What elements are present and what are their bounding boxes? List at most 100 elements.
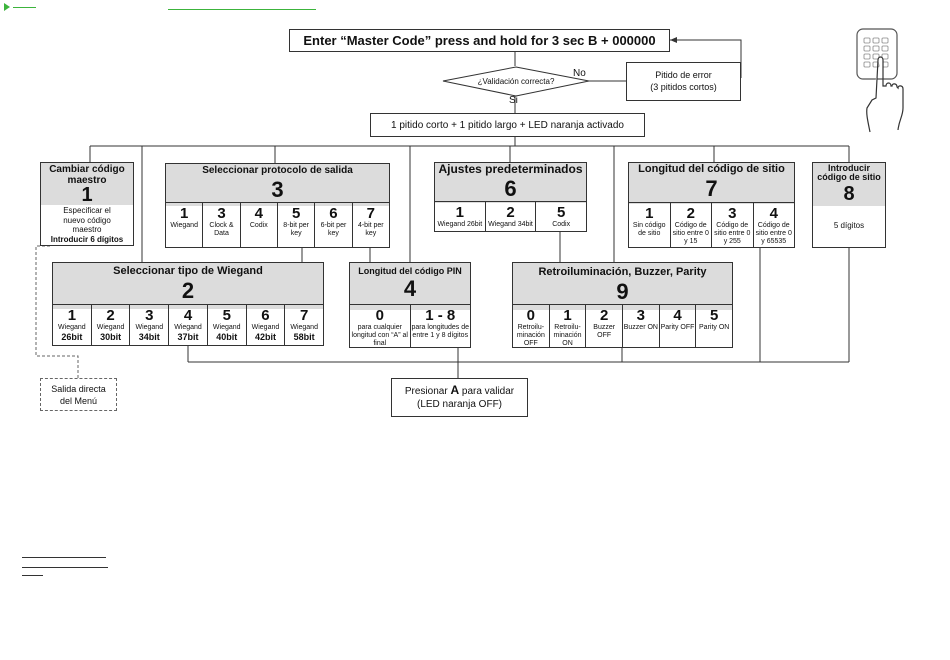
menu-1-number: 1 [81,184,93,206]
option-label: para cualquier longitud con “A” al final [351,324,408,347]
option-label: Retroilu-minación ON [553,324,582,347]
menu-1-header: Cambiar código maestro 1 [41,163,133,205]
option-label: Wiegand [251,324,280,331]
option-number: 1 [67,307,77,324]
option-label: Parity OFF [660,324,695,331]
menu-8-desc: 5 dígitos [833,221,865,230]
option-label: Clock & Data [209,222,234,237]
menu-8-number: 8 [843,182,855,205]
option-number: 5 [222,307,231,324]
option-number: 7 [300,307,309,324]
option-label: Código de sitio entre 0 y 255 [714,222,751,245]
validation-yes-label: Si [509,95,518,106]
footer-rules [22,557,108,576]
option-number: 1 [563,307,572,324]
menu-1-desc: Especificar el nuevo código maestro Intr… [41,206,133,244]
menu-2-title: Seleccionar tipo de Wiegand [113,265,263,277]
validation-diamond [442,66,590,97]
option-label: Sin código de sitio [632,222,666,237]
confirm-line1: Presionar A para validar [392,384,527,398]
option-number: 5 [557,204,566,221]
led-activated-text: 1 pitido corto + 1 pitido largo + LED na… [391,119,624,131]
option-label: Código de sitio entre 0 y 15 [672,222,709,245]
error-line2: (3 pitidos cortos) [650,82,717,92]
menu-9-title: Retroiluminación, Buzzer, Parity [538,266,707,278]
menu-3-number: 3 [271,176,284,202]
menu-8-header: Introducir código de sitio 8 [813,163,885,206]
option-label: Wiegand 26bit [437,221,483,228]
option-label: 6-bit per key [320,222,347,237]
option-label: Wiegand [212,324,241,331]
menu-3-header: Seleccionar protocolo de salida 3 [166,164,389,206]
option-number: 3 [217,205,226,222]
menu-4-title: Longitud del código PIN [358,266,462,276]
error-beep-box: Pitido de error (3 pitidos cortos) [626,62,741,101]
option-label: Wiegand [58,324,86,331]
menu-9-number: 9 [616,278,629,304]
confirm-line2: (LED naranja OFF) [416,399,503,410]
option-number: 0 [375,307,384,324]
option-number: 2 [600,307,609,324]
option-label: para longitudes de entre 1 y 8 dígitos [411,324,470,339]
option-label: 4-bit per key [357,222,384,237]
menu-2-header: Seleccionar tipo de Wiegand 2 [53,263,323,309]
menu-7-number: 7 [705,175,718,201]
menu-1-desc-bold: Introducir 6 dígitos [50,234,124,244]
option-bits: 58bit [293,332,315,342]
confirm-key: A [450,383,460,397]
confirm-prefix: Presionar [404,386,451,397]
menu-2-number: 2 [181,277,195,303]
option-number: 2 [686,205,695,222]
option-bits: 42bit [254,332,276,342]
direct-exit-box: Salida directa del Menú [40,378,117,411]
option-bits: 30bit [100,332,122,342]
menu-8-box: Introducir código de sitio 8 5 dígitos [812,162,886,248]
option-label: Parity ON [699,324,730,331]
option-label: Wiegand [96,324,125,331]
option-label: Wiegand [174,324,202,331]
option-number: 4 [673,307,682,324]
option-number: 1 [645,205,654,222]
option-bits: 34bit [138,332,160,342]
option-number: 3 [145,307,154,324]
option-number: 5 [710,307,719,324]
option-label: Retroilu-minación OFF [516,324,545,347]
validation-no-label: No [573,68,586,79]
arrow-icon [4,3,316,11]
led-activated-box: 1 pitido corto + 1 pitido largo + LED na… [370,113,645,137]
menu-8-title: Introducir código de sitio [817,163,881,183]
option-bits: 40bit [216,332,238,342]
menu-9-header: Retroiluminación, Buzzer, Parity 9 [513,263,732,310]
option-number: 3 [636,307,646,324]
option-bits: 37bit [177,332,199,342]
confirm-suffix: para validar [459,386,515,397]
option-number: 1 [179,205,189,222]
confirm-box: Presionar A para validar (LED naranja OF… [391,378,528,417]
